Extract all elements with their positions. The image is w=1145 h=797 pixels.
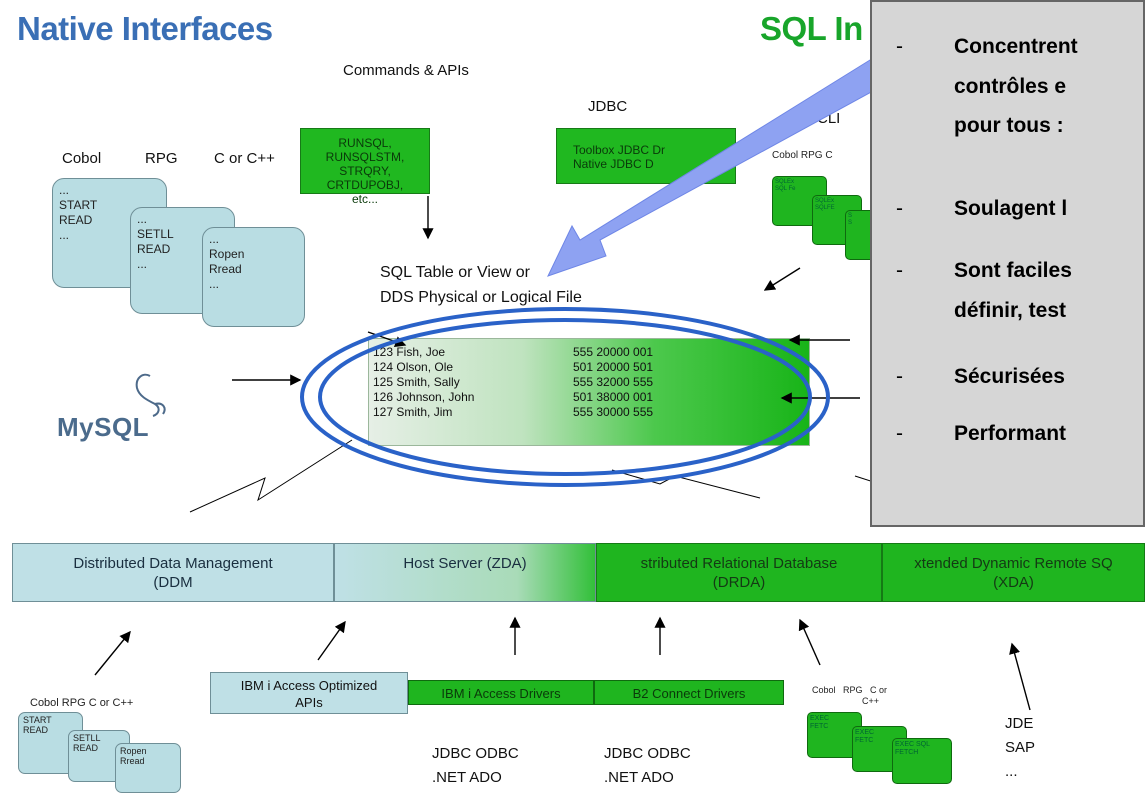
table-title-line1: SQL Table or View or <box>380 264 531 281</box>
lang-c: C or C++ <box>214 150 275 167</box>
overlay-panel <box>870 0 1145 527</box>
exec-card-3: EXEC SQL FETCH <box>892 738 952 784</box>
bottom-right-langs: Cobol RPG C or C++ <box>812 685 888 706</box>
mysql-logo-text: MySQL <box>57 412 150 442</box>
jdbc-drivers-box: Toolbox JDBC Dr Native JDBC D <box>556 128 736 184</box>
jdbc-label: JDBC <box>588 98 628 115</box>
native-interfaces-heading: Native Interfaces <box>17 10 273 47</box>
jdbc-odbc-net-ado-2: JDBC ODBC .NET ADO <box>604 745 691 786</box>
bottom-card-ropen-rread: Ropen Rread <box>115 743 181 793</box>
commands-box: RUNSQL, RUNSQLSTM, STRQRY, CRTDUPOBJ, et… <box>300 128 430 206</box>
lang-cobol: Cobol <box>62 150 102 167</box>
commands-apis-label: Commands & APIs <box>343 62 469 79</box>
lang-rpg: RPG <box>145 150 178 167</box>
native-card-ropen-rread: ... Ropen Rread ... <box>202 227 305 327</box>
server-host-zda: Host Server (ZDA) <box>334 543 596 602</box>
dolphin-icon <box>135 373 166 417</box>
sql-interfaces-heading: SQL In <box>760 10 863 47</box>
server-xda: xtended Dynamic Remote SQ(XDA) <box>882 543 1145 602</box>
cli-langs: Cobol RPG C <box>772 150 833 161</box>
db2-connect-drivers-box: B2 Connect Drivers <box>594 680 784 705</box>
other-apps: JDE SAP ... <box>1005 715 1036 780</box>
server-ddm: Distributed Data Management(DDM <box>12 543 334 602</box>
ibm-access-drivers-box: IBM i Access Drivers <box>408 680 594 705</box>
ibm-optimized-apis-box: IBM i Access Optimized APIs <box>210 672 408 714</box>
server-drda: stributed Relational Database(DRDA) <box>596 543 882 602</box>
jdbc-odbc-net-ado-1: JDBC ODBC .NET ADO <box>432 745 519 786</box>
mysql-logo: MySQL <box>55 368 185 448</box>
table-title-line2: DDS Physical or Logical File <box>380 289 582 306</box>
bottom-langs: Cobol RPG C or C++ <box>30 697 134 709</box>
